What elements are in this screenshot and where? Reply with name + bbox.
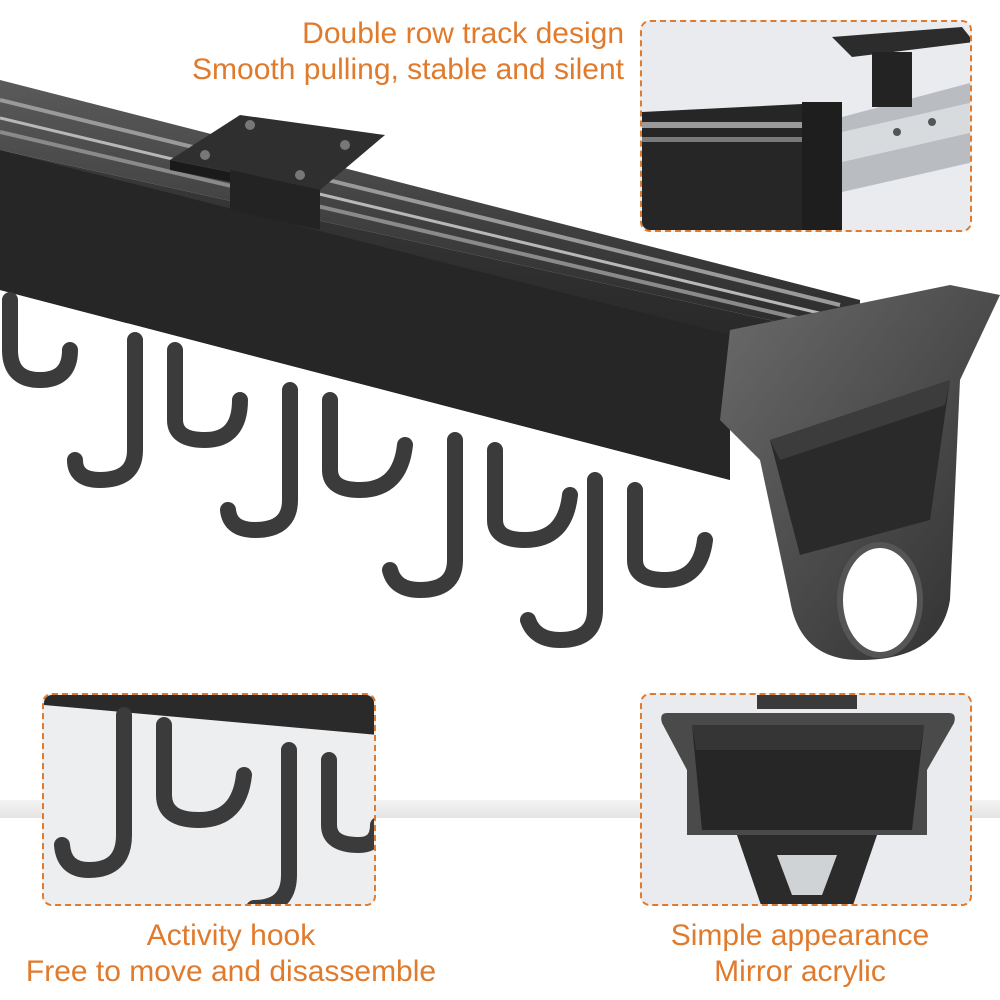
inset-endcap-detail [640,693,972,906]
track-caption-subtitle: Smooth pulling, stable and silent [192,53,624,86]
inset-hook-detail [42,693,376,906]
hook [67,332,248,489]
hook [520,472,713,649]
track-caption-title: Double row track design [302,17,624,50]
endcap-caption-subtitle: Mirror acrylic [714,955,886,988]
hook [220,382,413,539]
inset-slide-detail [640,20,972,232]
hook-caption-subtitle: Free to move and disassemble [25,955,437,988]
end-cap [720,285,1000,660]
hook-caption-title: Activity hook [146,919,316,952]
endcap-detail-image [642,695,970,904]
hook [382,432,578,599]
hook-detail-image [44,695,374,904]
hook-caption: Activity hook Free to move and disassemb… [0,918,462,990]
endcap-caption: Simple appearance Mirror acrylic [600,918,1000,990]
endcap-caption-title: Simple appearance [670,919,930,952]
hook-row [2,292,713,649]
slide-detail-image [642,22,970,230]
track-caption: Double row track design Smooth pulling, … [192,16,624,88]
hook [2,292,78,389]
mounting-bracket [170,115,385,230]
